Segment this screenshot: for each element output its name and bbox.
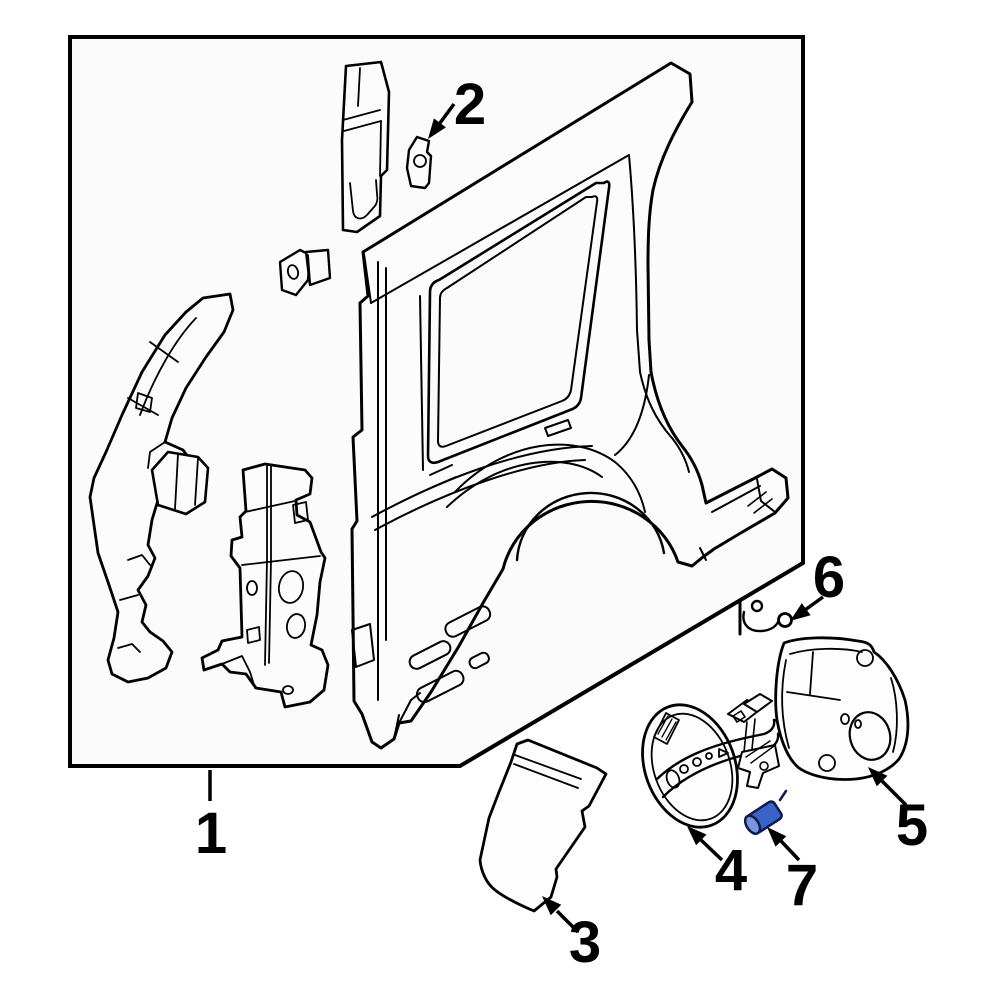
fuel-door-details <box>653 712 729 789</box>
sill-slot <box>468 651 490 670</box>
part-7-bolt-highlighted[interactable] <box>742 789 788 836</box>
sill-slot <box>415 669 465 704</box>
shield-fold-band <box>513 754 582 789</box>
clip-wire <box>742 610 780 633</box>
shield-outline <box>478 738 608 913</box>
arrowhead-4 <box>687 826 707 846</box>
callout-4-label[interactable]: 4 <box>715 838 747 903</box>
pocket-hole-bottom <box>818 754 836 772</box>
bolt-pin <box>778 789 788 802</box>
clip-loop <box>750 599 764 613</box>
arrowhead-6 <box>790 603 811 621</box>
quarter-panel-details <box>351 154 776 740</box>
callout-6-label[interactable]: 6 <box>813 545 845 610</box>
sill-slot <box>444 605 492 638</box>
clip-ball <box>777 612 793 628</box>
window-opening <box>426 180 611 465</box>
part-1-quarter-panel-group[interactable] <box>88 60 790 750</box>
pocket-hole-top <box>856 649 874 667</box>
bracket-hole <box>413 154 427 168</box>
small-clip-left <box>278 248 312 297</box>
part-6-clip[interactable] <box>738 599 793 636</box>
bolt-end-cap <box>743 814 762 835</box>
sill-slot <box>408 640 452 670</box>
arrowhead-2 <box>428 118 446 139</box>
pillar-reinforcement-details <box>342 67 382 220</box>
callout-5-label[interactable]: 5 <box>896 793 928 858</box>
wheelhouse-wedge <box>150 450 210 516</box>
callout-1-label[interactable]: 1 <box>195 801 227 866</box>
callout-7-label[interactable]: 7 <box>786 853 818 918</box>
callout-leaders <box>208 102 908 934</box>
fuel-door-disc <box>641 703 739 829</box>
fuel-door-hinge-bracket <box>737 740 780 789</box>
filler-neck-opening <box>848 711 892 761</box>
part-2-bracket[interactable] <box>405 135 433 190</box>
fuel-pocket-details <box>781 647 898 772</box>
arrowhead-5 <box>868 767 888 787</box>
fuel-pocket-outline <box>774 636 910 781</box>
arrowhead-7 <box>767 827 787 847</box>
arrow-shaft-7 <box>779 839 801 862</box>
part-4-fuel-door[interactable] <box>626 691 782 840</box>
callout-2-label[interactable]: 2 <box>454 72 486 137</box>
callout-3-label[interactable]: 3 <box>569 910 601 975</box>
window-opening-inner <box>437 195 599 448</box>
bracket-outline <box>405 135 433 190</box>
part-5-fuel-pocket[interactable] <box>774 636 910 781</box>
arrow-shaft-6 <box>803 595 825 612</box>
arrow-shaft-5 <box>880 779 908 807</box>
part-3-shield[interactable] <box>478 738 608 913</box>
arrowhead-3 <box>542 896 562 916</box>
arrow-shaft-4 <box>699 838 724 862</box>
wheel-arch-inner <box>515 491 666 562</box>
small-clip-hole <box>286 264 300 280</box>
arrow-shaft-3 <box>555 909 580 934</box>
wheelhouse-details <box>117 317 197 653</box>
arrow-shaft-2 <box>438 102 456 125</box>
center-pillar-details <box>221 464 321 695</box>
center-pillar-panel <box>200 462 330 709</box>
callout-arrowheads <box>428 118 888 916</box>
